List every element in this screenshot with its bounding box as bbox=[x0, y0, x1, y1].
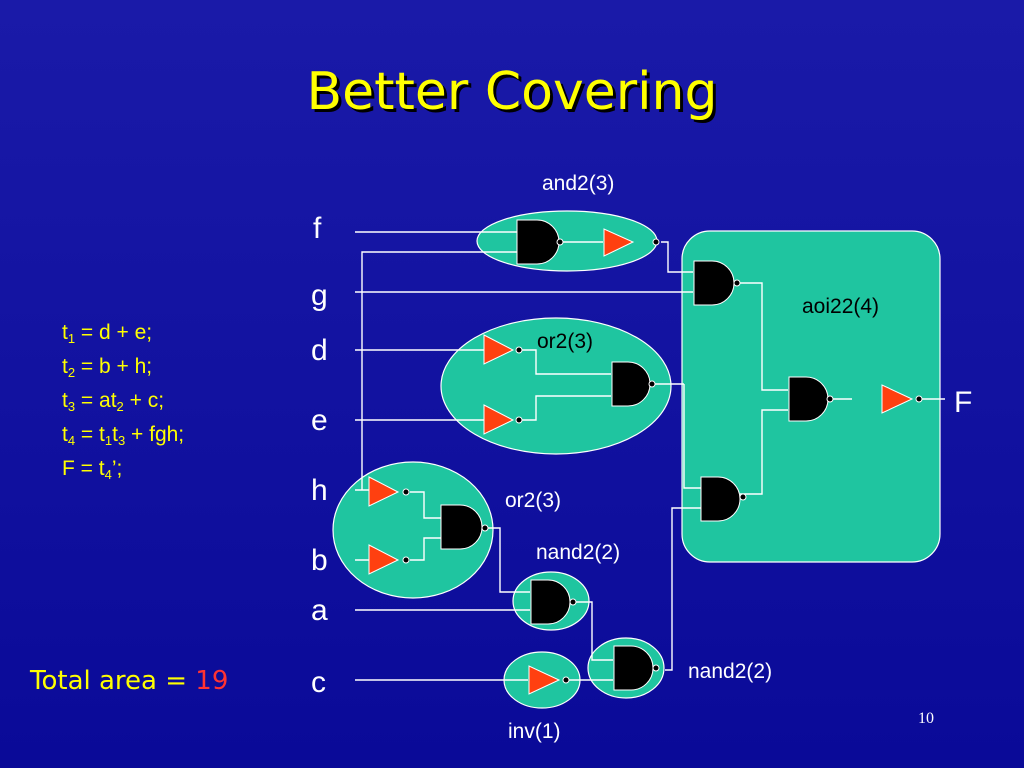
output-label-F: F bbox=[954, 386, 972, 419]
page-title: Better Covering bbox=[306, 62, 718, 122]
nand2-lower-bubble bbox=[652, 664, 660, 672]
or2-bottom-gate-bubble bbox=[481, 524, 489, 532]
aoi22-nand-gate bbox=[788, 376, 829, 422]
total-area-label: Total area = bbox=[30, 666, 196, 696]
wires bbox=[355, 231, 945, 681]
aoi22-lower-bubble bbox=[739, 493, 747, 501]
or2-top-gate bbox=[611, 361, 651, 407]
or2-top-gate-bubble bbox=[648, 380, 656, 388]
input-label-g: g bbox=[311, 279, 328, 312]
total-area-value: 19 bbox=[195, 666, 229, 696]
and2-inverter bbox=[603, 228, 635, 257]
and2-inverter-bubble bbox=[652, 238, 660, 246]
cell-label-nand2-upper: nand2(2) bbox=[536, 541, 620, 564]
cell-label-or2-top: or2(3) bbox=[537, 330, 593, 353]
cell-label-nand2-lower: nand2(2) bbox=[688, 660, 772, 683]
cell-label-aoi22: aoi22(4) bbox=[802, 295, 879, 318]
aoi22-lower-and-gate bbox=[700, 476, 741, 522]
and2-gate bbox=[516, 219, 560, 265]
aoi22-upper-and-gate bbox=[693, 260, 735, 306]
input-label-a: a bbox=[311, 594, 328, 627]
input-label-h: h bbox=[311, 474, 328, 507]
or2-bottom-bubble-b bbox=[402, 556, 410, 564]
or2-top-bubble-d bbox=[515, 346, 523, 354]
equation-t2: t2 = b + h; bbox=[62, 355, 153, 380]
inv-bubble bbox=[562, 676, 570, 684]
equation-t4: t4 = t1t3 + fgh; bbox=[62, 423, 185, 448]
page-number: 10 bbox=[918, 710, 934, 727]
and2-inversion-bubble bbox=[556, 238, 564, 246]
or2-top-inverter-e bbox=[483, 404, 515, 435]
equation-t1: t1 = d + e; bbox=[62, 321, 153, 346]
or2-top-inverter-d bbox=[483, 334, 515, 365]
input-label-d: d bbox=[311, 334, 328, 367]
cell-label-and2: and2(3) bbox=[542, 172, 614, 195]
equation-t3: t3 = at2 + c; bbox=[62, 389, 165, 414]
or2-bottom-bubble-h bbox=[402, 488, 410, 496]
input-label-b: b bbox=[311, 544, 328, 577]
nand2-lower-gate bbox=[613, 645, 654, 691]
inv-inverter bbox=[528, 665, 561, 695]
or2-top-bubble-e bbox=[515, 416, 523, 424]
nand2-upper-bubble bbox=[569, 598, 577, 606]
output-inverter bbox=[881, 384, 914, 414]
equations-block: t1 = d + e; t2 = b + h; t3 = at2 + c; t4… bbox=[62, 316, 184, 486]
or2-bottom-inverter-b bbox=[368, 544, 400, 575]
input-label-f: f bbox=[313, 212, 322, 245]
input-label-e: e bbox=[311, 404, 328, 437]
cell-label-inv: inv(1) bbox=[508, 720, 561, 743]
output-inverter-bubble bbox=[915, 395, 923, 403]
cell-label-or2-bottom: or2(3) bbox=[505, 489, 561, 512]
or2-bottom-inverter-h bbox=[368, 476, 400, 507]
or2-bottom-gate bbox=[440, 504, 483, 550]
equation-f: F = t4’; bbox=[62, 457, 123, 482]
aoi22-nand-bubble bbox=[826, 395, 834, 403]
nand2-upper-gate bbox=[530, 579, 571, 625]
input-label-c: c bbox=[311, 666, 326, 699]
aoi22-upper-bubble bbox=[733, 279, 741, 287]
total-area: Total area = 19 bbox=[30, 666, 228, 696]
